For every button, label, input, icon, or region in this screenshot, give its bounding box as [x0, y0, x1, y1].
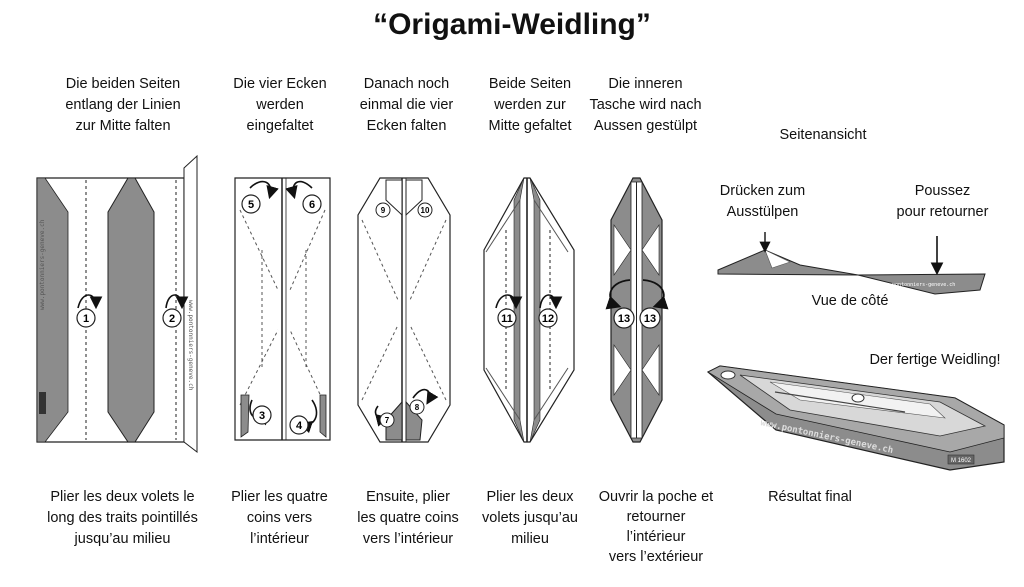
svg-text:M 1602: M 1602 [951, 458, 972, 464]
step-5-sheet [605, 177, 669, 443]
step-3-number-9: 9 [375, 202, 391, 218]
svg-text:1: 1 [83, 313, 89, 325]
step-4-number-12: 12 [538, 308, 558, 328]
svg-text:4: 4 [296, 420, 303, 432]
step-3-number-7: 7 [379, 412, 395, 428]
step-5-number-13-left: 13 [613, 307, 635, 329]
side-view-heading: Seitenansicht [779, 127, 867, 143]
step-2-sheet [234, 177, 331, 441]
step-4-sheet [483, 177, 575, 443]
svg-text:5: 5 [248, 199, 254, 211]
diagram-title: “Origami-Weidling” [373, 8, 651, 41]
step-1-sheet: www.pontonniers-geneve.ch www.pontonnier… [36, 154, 198, 454]
svg-text:12: 12 [542, 313, 554, 325]
final-boat-image: www.pontonniers-geneve.ch M 1602 [706, 365, 1005, 471]
svg-text:8: 8 [415, 403, 420, 412]
svg-text:11: 11 [501, 313, 513, 325]
svg-text:9: 9 [381, 206, 386, 215]
step-2-number-6: 6 [302, 194, 322, 214]
step-1-number-2: 2 [162, 308, 182, 328]
svg-text:13: 13 [618, 313, 630, 325]
svg-text:www.pontonniers-geneve.ch: www.pontonniers-geneve.ch [880, 282, 955, 288]
step-2-number-4: 4 [289, 415, 309, 435]
step-2-number-5: 5 [241, 194, 261, 214]
side-view-caption: Vue de côté [811, 293, 889, 309]
final-label: Der fertige Weidling! [869, 352, 1001, 368]
svg-text:10: 10 [421, 206, 430, 215]
step-3-number-8: 8 [409, 399, 425, 415]
side-view-diagram: www.pontonniers-geneve.ch [717, 232, 986, 295]
svg-text:7: 7 [385, 416, 390, 425]
svg-text:3: 3 [259, 410, 265, 422]
step-2-number-3: 3 [252, 405, 272, 425]
step-1-number-1: 1 [76, 308, 96, 328]
step-3-sheet [357, 177, 451, 443]
svg-text:2: 2 [169, 313, 175, 325]
step-5-number-13-right: 13 [639, 307, 661, 329]
svg-text:6: 6 [309, 199, 315, 211]
final-caption: Résultat final [768, 489, 852, 505]
step-4-number-11: 11 [497, 308, 517, 328]
svg-text:www.pontonniers-geneve.ch: www.pontonniers-geneve.ch [39, 219, 46, 310]
step-3-number-10: 10 [417, 202, 433, 218]
svg-text:13: 13 [644, 313, 656, 325]
svg-text:www.pontonniers-geneve.ch: www.pontonniers-geneve.ch [187, 300, 194, 391]
